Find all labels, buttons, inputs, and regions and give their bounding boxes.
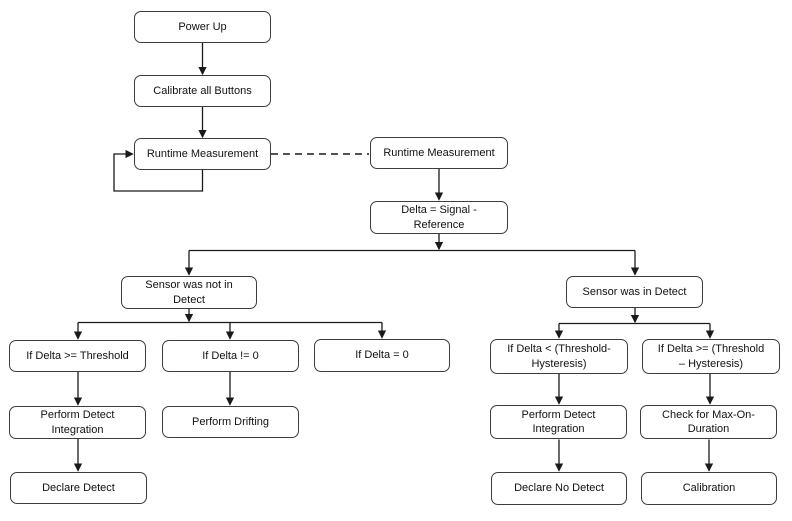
node-label: Perform Detect (40, 409, 115, 422)
node-check-for-max-on-duration: Check for Max-On- Duration (640, 405, 777, 439)
node-label: Sensor was not in (145, 279, 233, 292)
node-label: Reference (413, 218, 465, 231)
node-delta-equals-signal-minus-reference: Delta = Signal - Reference (370, 201, 508, 234)
node-label: – Hysteresis) (678, 357, 744, 370)
node-label: Runtime Measurement (146, 147, 259, 160)
node-label: Perform Detect (521, 408, 596, 421)
node-if-delta-ge-threshold-hysteresis: If Delta >= (Threshold – Hysteresis) (642, 339, 780, 374)
node-declare-detect: Declare Detect (10, 472, 147, 504)
node-if-delta-equals-zero: If Delta = 0 (314, 339, 450, 372)
node-label: Integration (532, 423, 585, 435)
node-runtime-measurement-right: Runtime Measurement (370, 137, 508, 169)
node-label: If Delta != 0 (202, 349, 259, 362)
node-label: If Delta < (Threshold- (507, 343, 611, 356)
node-label: If Delta >= (Threshold (657, 343, 765, 356)
node-label: Detect (173, 293, 205, 306)
node-label: If Delta >= Threshold (26, 349, 129, 362)
node-label: Duration (687, 423, 730, 435)
node-label: Calibration (682, 482, 736, 495)
node-perform-drifting: Perform Drifting (162, 406, 299, 438)
node-power-up: Power Up (134, 11, 271, 43)
node-label: Power Up (178, 20, 227, 33)
node-label: Declare Detect (42, 481, 115, 494)
node-if-delta-not-equal-zero: If Delta != 0 (162, 340, 299, 372)
node-label: Integration (51, 423, 104, 436)
node-label: Runtime Measurement (383, 146, 495, 159)
node-runtime-measurement-left: Runtime Measurement (134, 138, 271, 170)
edge-runtime-self-loop (113, 149, 204, 192)
node-sensor-was-in-detect: Sensor was in Detect (566, 276, 703, 308)
node-label: Delta = Signal - (401, 204, 477, 217)
node-label: Perform Drifting (191, 415, 270, 428)
node-calibrate-all-buttons: Calibrate all Buttons (134, 75, 271, 107)
node-label: Hysteresis) (531, 357, 587, 370)
node-label: Check for Max-On- (662, 408, 755, 421)
node-perform-detect-integration-right: Perform Detect Integration (490, 405, 627, 439)
node-calibration: Calibration (641, 472, 777, 505)
node-label: If Delta = 0 (355, 349, 409, 362)
node-if-delta-ge-threshold: If Delta >= Threshold (9, 340, 146, 372)
node-if-delta-lt-threshold-hysteresis: If Delta < (Threshold- Hysteresis) (490, 339, 628, 374)
node-sensor-was-not-in-detect: Sensor was not in Detect (121, 276, 257, 309)
node-perform-detect-integration-left: Perform Detect Integration (9, 406, 146, 439)
node-label: Calibrate all Buttons (153, 84, 252, 97)
node-label: Sensor was in Detect (582, 285, 687, 298)
node-label: Declare No Detect (514, 482, 604, 495)
node-declare-no-detect: Declare No Detect (491, 472, 627, 505)
